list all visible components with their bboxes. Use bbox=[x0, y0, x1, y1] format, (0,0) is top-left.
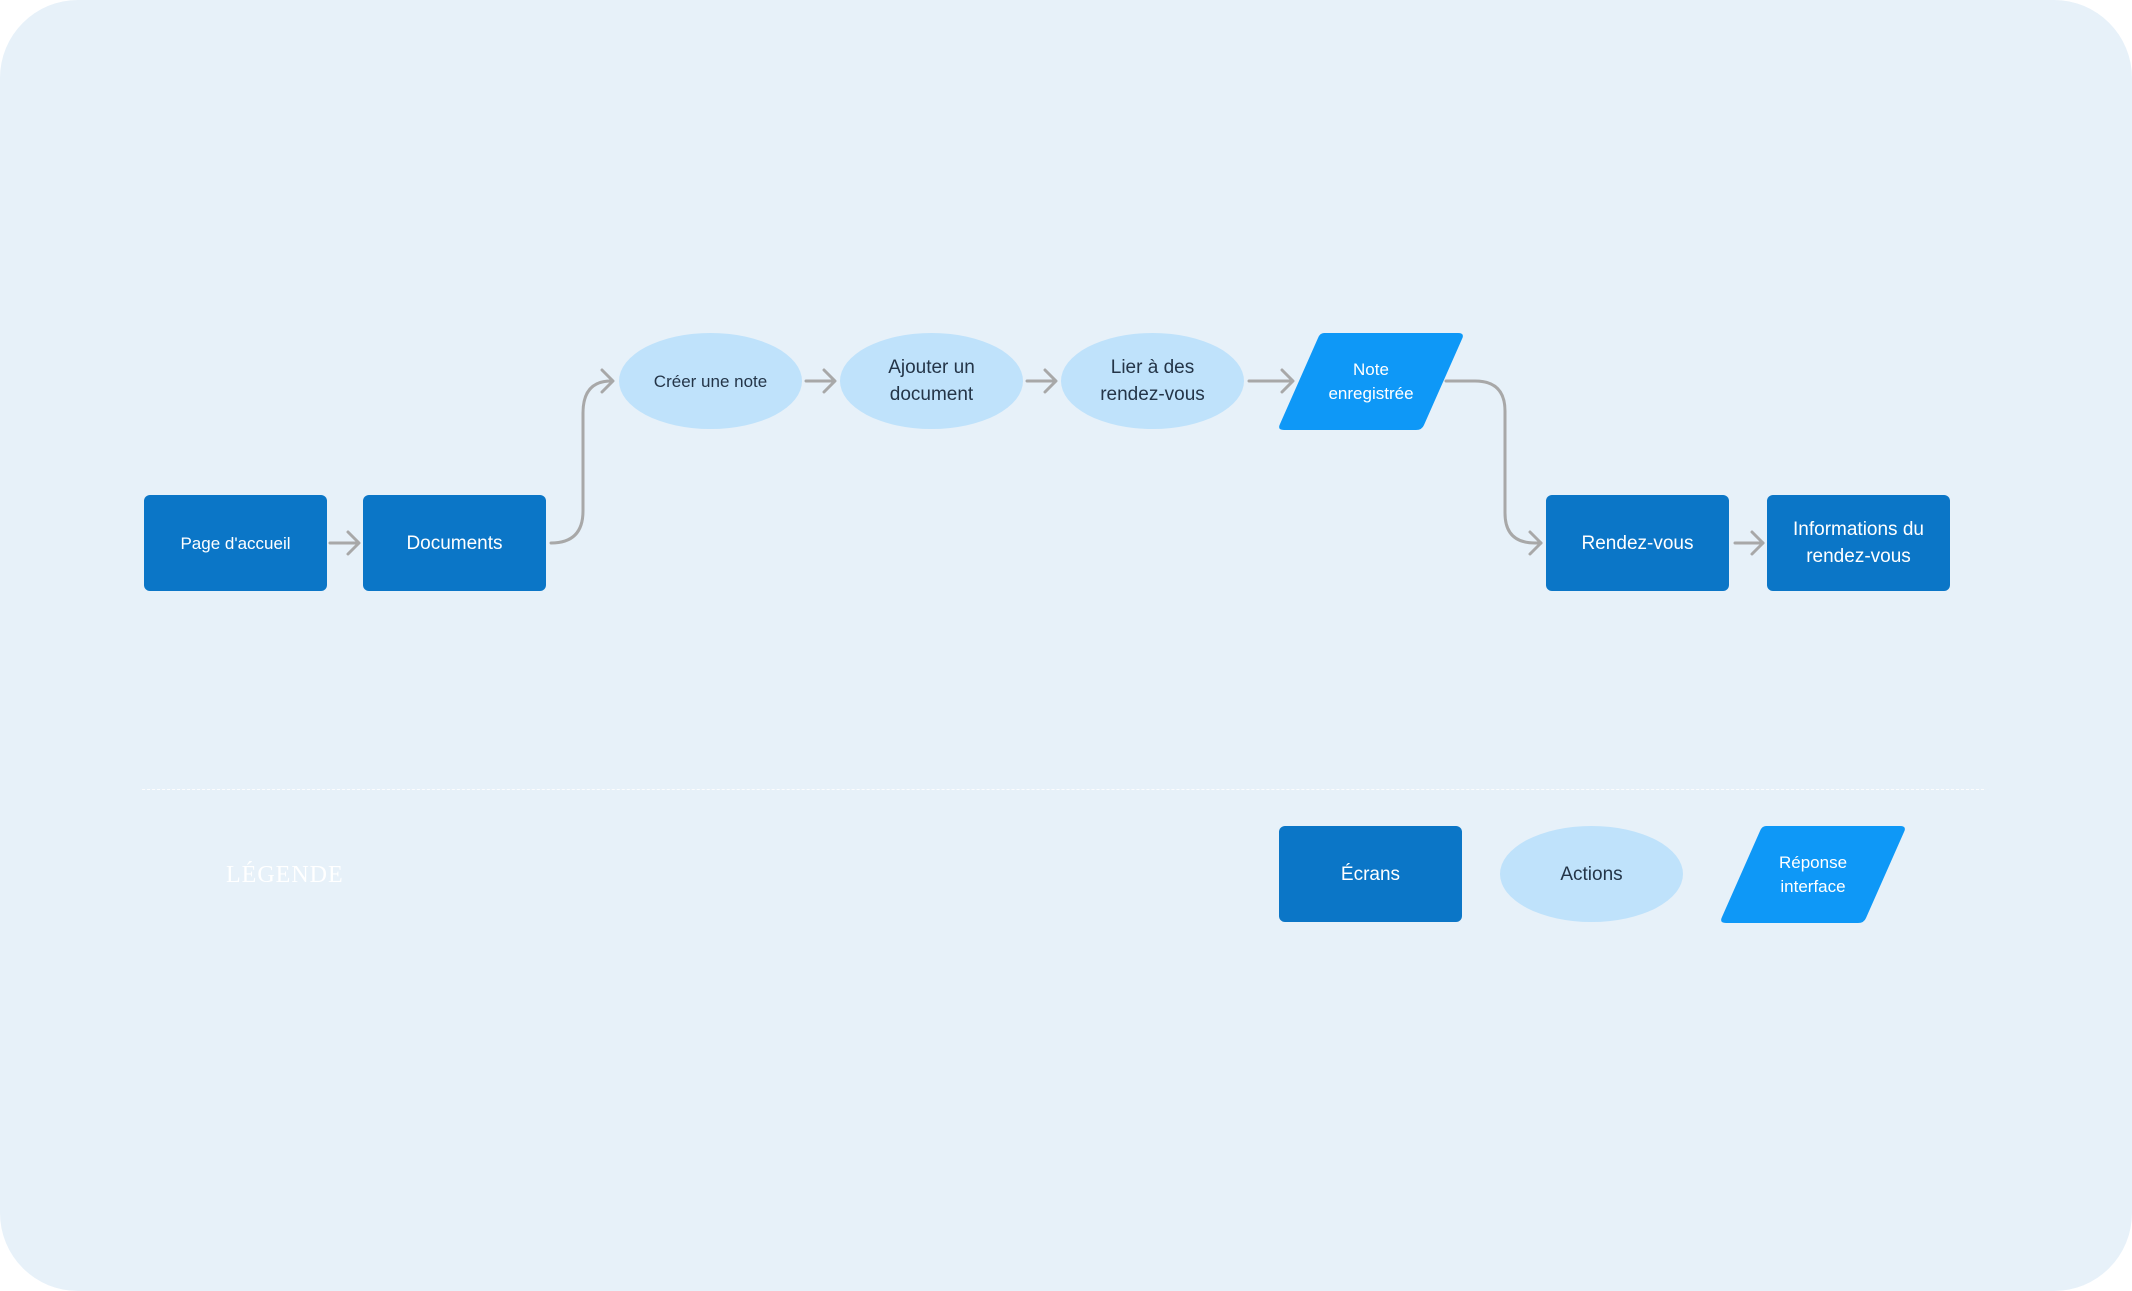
action-add-document[interactable]: Ajouter un document bbox=[840, 333, 1023, 429]
action-link-appointments-label: Lier à des rendez-vous bbox=[1100, 357, 1205, 405]
action-add-document-label: Ajouter un document bbox=[888, 357, 975, 405]
connector-create-note-to-add-document bbox=[804, 368, 837, 394]
connector-appointments-to-info bbox=[1733, 530, 1765, 556]
action-create-note[interactable]: Créer une note bbox=[619, 333, 802, 429]
legend-screens: Écrans bbox=[1279, 826, 1462, 922]
parallelogram-shape bbox=[1279, 333, 1463, 430]
screen-home-label: Page d'accueil bbox=[180, 533, 291, 553]
connector-documents-to-create-note bbox=[549, 368, 615, 545]
connector-add-document-to-link bbox=[1025, 368, 1058, 394]
screen-home[interactable]: Page d'accueil bbox=[144, 495, 327, 591]
screen-appointments[interactable]: Rendez-vous bbox=[1546, 495, 1729, 591]
legend-screens-label: Écrans bbox=[1340, 863, 1401, 885]
legend-actions-label: Actions bbox=[1560, 863, 1623, 885]
connector-note-saved-to-appointments bbox=[1444, 379, 1543, 556]
parallelogram-shape bbox=[1721, 826, 1905, 923]
connector-link-to-note-saved bbox=[1247, 368, 1295, 394]
action-link-appointments[interactable]: Lier à des rendez-vous bbox=[1061, 333, 1244, 429]
response-note-saved[interactable]: Note enregistrée bbox=[1279, 333, 1463, 430]
screen-appointment-info[interactable]: Informations du rendez-vous bbox=[1767, 495, 1950, 591]
response-note-saved-label: Note enregistrée bbox=[1328, 359, 1414, 403]
screen-appointment-info-label: Informations du rendez-vous bbox=[1793, 519, 1924, 567]
screen-documents-label: Documents bbox=[406, 532, 503, 554]
legend-divider bbox=[142, 789, 1984, 790]
screen-appointments-label: Rendez-vous bbox=[1581, 532, 1694, 554]
legend-actions: Actions bbox=[1500, 826, 1683, 922]
legend-response-label: Réponse interface bbox=[1778, 852, 1848, 896]
screen-documents[interactable]: Documents bbox=[363, 495, 546, 591]
legend-title: LÉGENDE bbox=[226, 862, 344, 888]
connector-home-to-documents bbox=[328, 530, 361, 556]
legend-response: Réponse interface bbox=[1721, 826, 1905, 923]
action-create-note-label: Créer une note bbox=[653, 371, 768, 391]
